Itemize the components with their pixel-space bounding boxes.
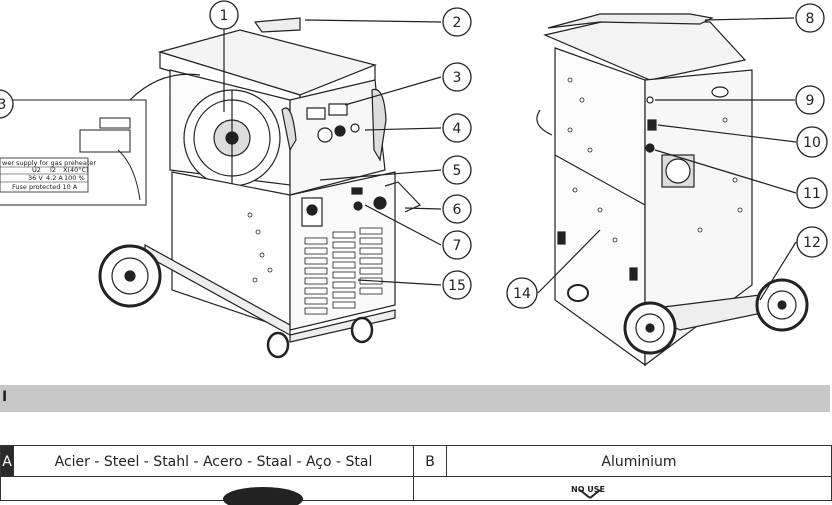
col-a-letter: A bbox=[0, 445, 14, 477]
callout-8: 8 bbox=[795, 3, 825, 33]
callout-15-label: 15 bbox=[448, 278, 466, 294]
col-a-body bbox=[0, 477, 414, 505]
inset-line1: wer supply for gas preheater bbox=[2, 159, 96, 167]
callout-9: 9 bbox=[795, 85, 825, 115]
callout-5: 5 bbox=[442, 155, 472, 185]
col-b-letter: B bbox=[413, 445, 447, 477]
callout-7-label: 7 bbox=[453, 238, 462, 254]
callout-11: 11 bbox=[796, 177, 828, 209]
inset-val-u2: 36 V bbox=[28, 174, 43, 182]
callout-3: 3 bbox=[442, 62, 472, 92]
inset-fuse: Fuse protected 10 A bbox=[12, 183, 78, 191]
callout-3-label: 3 bbox=[453, 70, 462, 86]
callout-6: 6 bbox=[442, 194, 472, 224]
section-label: I bbox=[2, 389, 8, 405]
section-header-bar: I bbox=[0, 385, 830, 412]
callout-6-label: 6 bbox=[453, 202, 462, 218]
col-a-title: Acier - Steel - Stahl - Acero - Staal - … bbox=[13, 445, 414, 477]
callout-3-inset: 3 bbox=[0, 89, 14, 119]
callouts: 1 2 3 4 5 6 7 15 3 8 9 10 11 12 14 bbox=[0, 0, 828, 309]
callout-7: 7 bbox=[442, 230, 472, 260]
inset-col-x: X(40°C) bbox=[63, 166, 89, 174]
callout-5-label: 5 bbox=[453, 163, 462, 179]
callout-8-label: 8 bbox=[806, 11, 815, 27]
spool-top-icon bbox=[223, 487, 303, 505]
callout-4: 4 bbox=[442, 113, 472, 143]
callout-12-label: 12 bbox=[803, 235, 821, 251]
callout-10-label: 10 bbox=[803, 135, 821, 151]
inset-val-x: 100 % bbox=[64, 174, 85, 182]
callout-10: 10 bbox=[796, 126, 828, 158]
callout-3-inset-label: 3 bbox=[0, 97, 6, 113]
col-b-title: Aluminium bbox=[446, 445, 832, 477]
inset-col-i2: I2 bbox=[50, 166, 56, 174]
callout-1-label: 1 bbox=[220, 8, 229, 24]
leader-lines bbox=[223, 17, 797, 301]
callout-15: 15 bbox=[442, 270, 472, 300]
welder-diagram: wer supply for gas preheater U2 I2 X(40°… bbox=[0, 0, 828, 367]
materials-table: A Acier - Steel - Stahl - Acero - Staal … bbox=[0, 445, 832, 505]
callout-2-label: 2 bbox=[453, 15, 462, 31]
no-use-icon bbox=[579, 489, 601, 499]
col-b-body bbox=[413, 477, 832, 501]
callout-12: 12 bbox=[796, 226, 828, 258]
front-view-machine bbox=[98, 17, 422, 359]
no-use-label: NO USE bbox=[571, 485, 606, 494]
inset-val-i2: 4.2 A bbox=[46, 174, 63, 182]
callout-4-label: 4 bbox=[453, 121, 462, 137]
callout-1: 1 bbox=[209, 0, 239, 30]
callout-14-label: 14 bbox=[513, 286, 531, 302]
inset-col-u2: U2 bbox=[32, 166, 41, 174]
rear-view-machine bbox=[536, 13, 809, 367]
callout-14: 14 bbox=[506, 277, 538, 309]
rating-plate-inset: wer supply for gas preheater U2 I2 X(40°… bbox=[0, 73, 201, 206]
callout-2: 2 bbox=[442, 7, 472, 37]
callout-9-label: 9 bbox=[806, 93, 815, 109]
callout-11-label: 11 bbox=[803, 186, 821, 202]
